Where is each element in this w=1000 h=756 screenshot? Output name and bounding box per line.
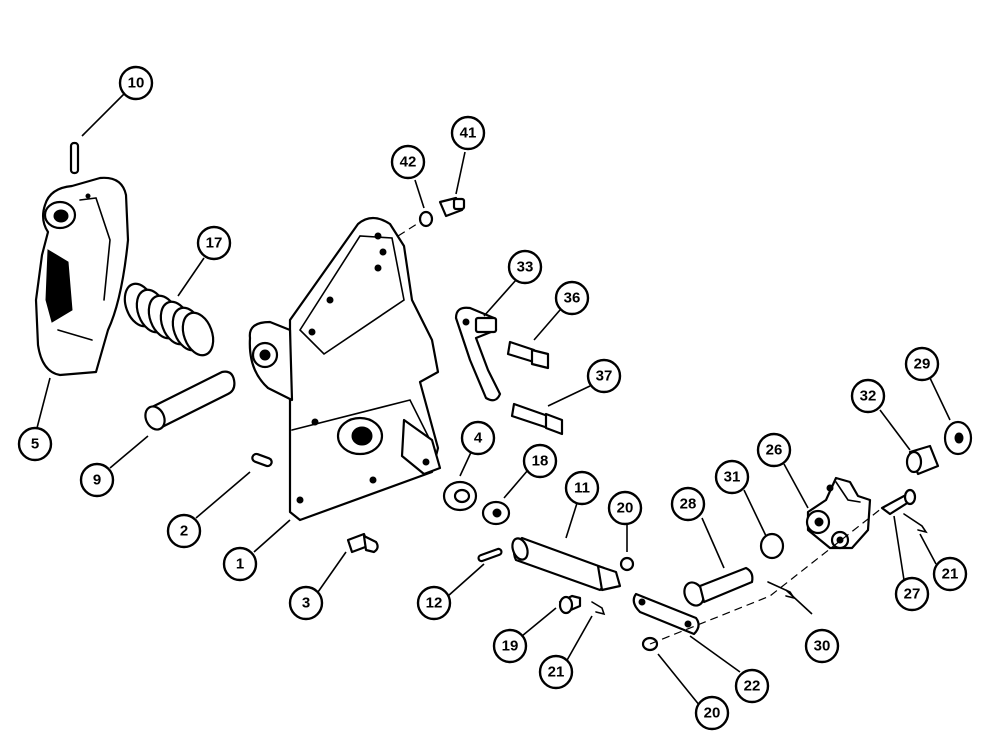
callout-36: 36 [554, 280, 590, 316]
callout-2-label: 2 [180, 523, 188, 540]
callout-5-label: 5 [31, 436, 39, 453]
callout-10: 10 [118, 65, 154, 101]
callout-27-label: 27 [904, 586, 921, 603]
callout-4: 4 [460, 420, 496, 456]
callout-17: 17 [196, 225, 232, 261]
callout-9: 9 [79, 462, 115, 498]
callout-1-label: 1 [236, 556, 244, 573]
callout-29: 29 [904, 346, 940, 382]
part-10-roll-pin [69, 141, 80, 175]
part-3-bolt [346, 532, 379, 554]
part-26-clevis [805, 476, 872, 550]
alignment-line-lower [649, 507, 883, 645]
callout-12-label: 12 [426, 595, 443, 612]
callout-5: 5 [17, 426, 53, 462]
callout-12: 12 [416, 585, 452, 621]
callout-31: 31 [714, 459, 750, 495]
part-21-cotter-pin-left [591, 601, 606, 616]
callout-28: 28 [670, 486, 706, 522]
callout-32: 32 [850, 378, 886, 414]
part-17-spring [123, 282, 215, 357]
callout-42-label: 42 [400, 154, 417, 171]
callout-18-label: 18 [532, 453, 549, 470]
part-28-pin [683, 566, 754, 607]
part-36-bolt [506, 340, 550, 370]
callout-11: 11 [564, 470, 600, 506]
part-31-bushing [759, 532, 785, 560]
part-5-lever [34, 176, 130, 377]
callout-30: 30 [804, 628, 840, 664]
callout-30-label: 30 [814, 638, 831, 655]
callout-20-lower: 20 [694, 695, 730, 731]
callout-17-label: 17 [206, 235, 223, 252]
part-30-cotter [767, 581, 796, 600]
part-11-shaft [511, 536, 622, 592]
callout-41-label: 41 [460, 125, 477, 142]
part-33-arm [454, 306, 502, 402]
callout-21-left: 21 [538, 654, 574, 690]
part-20-washer-upper [619, 556, 635, 572]
alignment-line-42 [397, 221, 421, 237]
callout-3-label: 3 [302, 595, 310, 612]
callout-21-left-label: 21 [548, 664, 565, 681]
callout-20-upper-label: 20 [617, 500, 634, 517]
part-22-link [632, 592, 700, 636]
part-9-pin [144, 370, 236, 431]
part-4-bushing [442, 480, 478, 512]
callout-9-label: 9 [93, 472, 101, 489]
callout-1: 1 [222, 546, 258, 582]
part-21-cotter-pin-right [903, 513, 928, 534]
leader-lines [36, 93, 951, 707]
callout-27: 27 [894, 576, 930, 612]
callout-33-label: 33 [517, 259, 534, 276]
callout-32-label: 32 [860, 388, 877, 405]
callout-37-label: 37 [596, 368, 613, 385]
callout-36-label: 36 [564, 290, 581, 307]
callout-10-label: 10 [128, 75, 145, 92]
callout-22: 22 [734, 668, 770, 704]
callout-3: 3 [288, 585, 324, 621]
callout-19: 19 [492, 628, 528, 664]
callout-18: 18 [522, 443, 558, 479]
part-37-bolt [510, 402, 564, 436]
callout-31-label: 31 [724, 469, 741, 486]
callout-37: 37 [586, 358, 622, 394]
callout-21-right: 21 [932, 556, 968, 592]
callout-33: 33 [507, 249, 543, 285]
callout-21-right-label: 21 [942, 566, 959, 583]
part-29-washer [943, 420, 973, 456]
callout-4-label: 4 [474, 430, 483, 447]
callout-22-label: 22 [744, 678, 761, 695]
part-1-bracket [248, 216, 442, 522]
callout-2: 2 [166, 513, 202, 549]
callout-42: 42 [390, 144, 426, 180]
part-19-clevis-pin [558, 594, 582, 615]
part-12-pin [477, 547, 503, 563]
part-41-plug [438, 196, 466, 218]
callout-20-lower-label: 20 [704, 705, 721, 722]
callout-20-upper: 20 [607, 490, 643, 526]
callout-28-label: 28 [680, 496, 697, 513]
callout-19-label: 19 [502, 638, 519, 655]
callout-11-label: 11 [574, 480, 590, 497]
callout-41: 41 [450, 115, 486, 151]
part-32-bushing [905, 444, 940, 476]
callout-26-label: 26 [766, 442, 783, 459]
part-2-dowel [251, 452, 273, 468]
part-18-washer [481, 500, 511, 526]
part-42-washer [418, 210, 434, 228]
callout-29-label: 29 [914, 356, 931, 373]
part-27-pin [880, 488, 917, 516]
callout-26: 26 [756, 432, 792, 468]
